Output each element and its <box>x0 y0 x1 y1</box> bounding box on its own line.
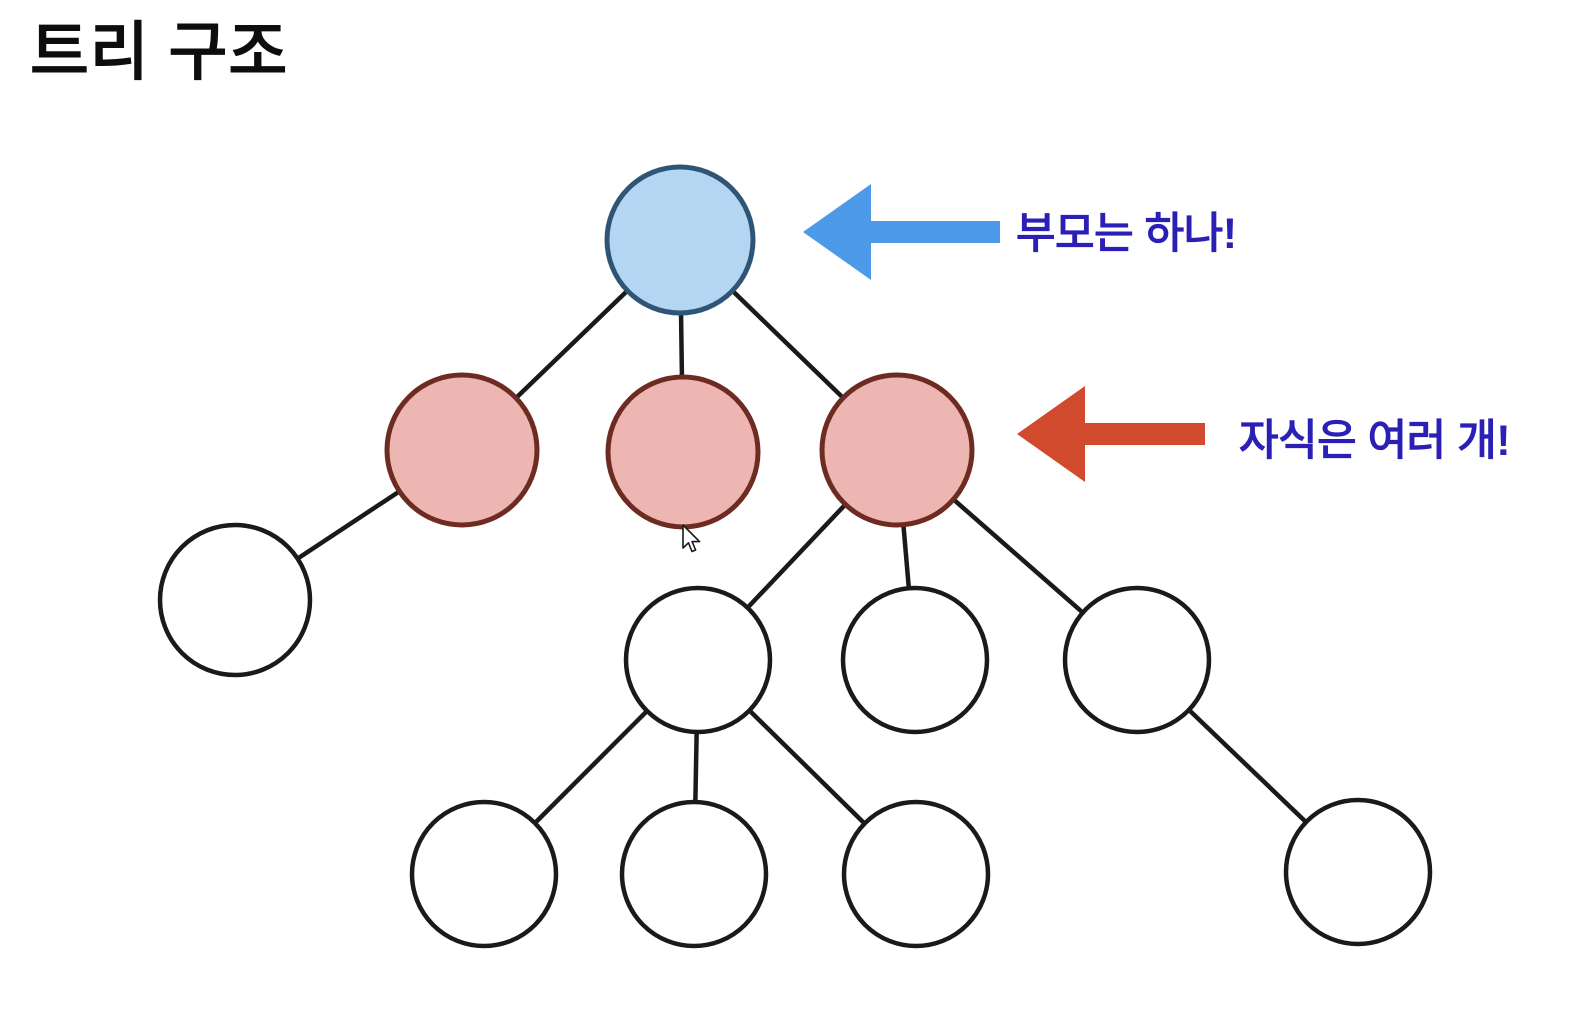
tree-node-gg4[interactable] <box>1283 797 1433 947</box>
tree-node-g4[interactable] <box>1062 585 1212 735</box>
tree-edge <box>693 727 699 807</box>
tree-node-g3[interactable] <box>840 585 990 735</box>
tree-node-c1[interactable] <box>384 372 540 528</box>
tree-edge <box>678 308 685 382</box>
tree-edge <box>900 520 912 593</box>
tree-node-gg3[interactable] <box>841 799 991 949</box>
callout-arrow-parent <box>803 184 1000 280</box>
tree-node-gg1[interactable] <box>409 799 559 949</box>
tree-edge <box>728 287 847 402</box>
tree-node-c2[interactable] <box>605 374 761 530</box>
tree-edge-layer <box>293 287 1310 828</box>
tree-edge <box>293 487 404 563</box>
tree-node-layer <box>157 164 1433 949</box>
tree-edge <box>1185 706 1310 826</box>
page-title: 트리 구조 <box>30 16 289 88</box>
callout-arrow-children <box>1017 386 1205 482</box>
callout-arrow-layer <box>803 184 1205 482</box>
tree-node-gg2[interactable] <box>619 799 769 949</box>
tree-node-g1[interactable] <box>157 522 313 678</box>
tree-edge <box>512 287 632 402</box>
tree-edge <box>949 495 1087 617</box>
callout-label-parent: 부모는 하나! <box>1016 210 1237 258</box>
tree-node-root[interactable] <box>604 164 756 316</box>
tree-edge <box>531 707 651 827</box>
tree-edge <box>743 500 850 612</box>
callout-label-children: 자식은 여러 개! <box>1239 417 1511 465</box>
mouse-cursor-icon <box>682 524 701 553</box>
tree-node-c3[interactable] <box>819 372 975 528</box>
tree-node-g2[interactable] <box>623 585 773 735</box>
tree-edge <box>745 706 869 828</box>
